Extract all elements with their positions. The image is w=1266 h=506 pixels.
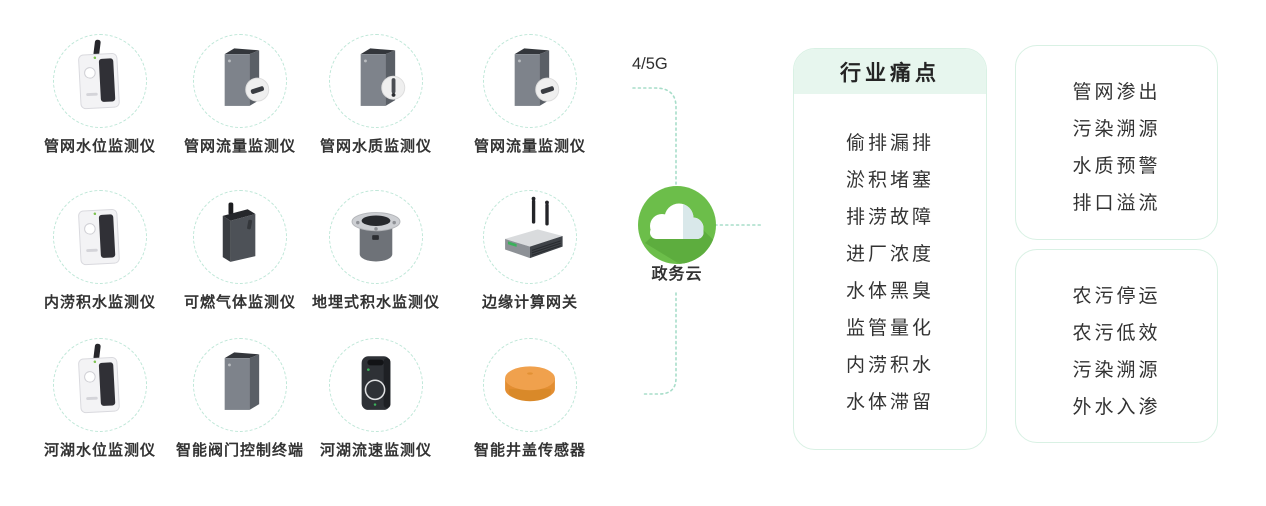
cloud-label: 政务云 [651, 266, 703, 283]
pain-point-item: 水体滞留 [845, 392, 934, 413]
device-item: 河湖流速监测仪 [301, 338, 451, 461]
orange-manhole-icon [505, 366, 555, 402]
device-circle [53, 34, 147, 128]
side-card-item: 农污低效 [1072, 323, 1161, 344]
pain-point-item: 监管量化 [845, 318, 934, 339]
device-circle [329, 190, 423, 284]
device-item: 管网水位监测仪 [25, 34, 175, 157]
dark-ring-terminal-icon [361, 356, 391, 410]
device-item: 智能井盖传感器 [455, 338, 605, 461]
device-item: 管网水质监测仪 [301, 34, 451, 157]
device-circle [483, 338, 577, 432]
device-circle [193, 34, 287, 128]
device-item: 可燃气体监测仪 [165, 190, 315, 313]
pain-points-title: 行业痛点 [840, 61, 940, 85]
side-card-item: 污染溯源 [1072, 360, 1161, 381]
side-card-bottom: 农污停运农污低效污染溯源外水入渗 [1015, 249, 1218, 443]
network-type-label: 4/5G [632, 55, 668, 73]
device-label: 管网水质监测仪 [319, 138, 432, 155]
side-card-item: 管网渗出 [1072, 82, 1161, 103]
pain-point-item: 内涝积水 [845, 355, 934, 376]
pain-points-header: 行业痛点 [794, 49, 986, 94]
device-label: 智能井盖传感器 [473, 442, 586, 459]
device-label: 管网水位监测仪 [43, 138, 156, 155]
white-sensor-antenna-icon [78, 343, 120, 414]
gray-cabinet-probe-icon [360, 48, 406, 106]
buried-cylinder-icon [351, 212, 401, 262]
device-item: 河湖水位监测仪 [25, 338, 175, 461]
device-item: 管网流量监测仪 [455, 34, 605, 157]
pain-points-card: 行业痛点 偷排漏排淤积堵塞排涝故障进厂浓度水体黑臭监管量化内涝积水水体滞留 [793, 48, 987, 450]
side-card-item: 排口溢流 [1072, 193, 1161, 214]
gray-cabinet-flow-icon [224, 48, 270, 106]
device-circle [53, 190, 147, 284]
device-item: 边缘计算网关 [455, 190, 605, 313]
white-sensor-icon [78, 209, 120, 266]
device-label: 边缘计算网关 [481, 294, 578, 311]
connector-bottom-line [641, 292, 677, 395]
gray-cabinet-flow-icon [514, 48, 560, 106]
device-item: 内涝积水监测仪 [25, 190, 175, 313]
device-circle [53, 338, 147, 432]
device-label: 管网流量监测仪 [183, 138, 296, 155]
device-label: 河湖流速监测仪 [319, 442, 432, 459]
device-label: 地埋式积水监测仪 [311, 294, 440, 311]
pain-point-item: 进厂浓度 [845, 244, 934, 265]
dark-gas-detector-icon [222, 202, 256, 262]
gray-cabinet-icon [224, 352, 260, 410]
gateway-antennas-icon [505, 196, 563, 259]
side-card-item: 污染溯源 [1072, 119, 1161, 140]
pain-points-list: 偷排漏排淤积堵塞排涝故障进厂浓度水体黑臭监管量化内涝积水水体滞留 [794, 94, 986, 421]
government-cloud-icon [638, 186, 716, 264]
pain-point-item: 偷排漏排 [845, 133, 934, 154]
device-label: 可燃气体监测仪 [183, 294, 296, 311]
side-card-item: 外水入渗 [1072, 397, 1161, 418]
device-circle [193, 338, 287, 432]
pain-point-item: 淤积堵塞 [845, 170, 934, 191]
white-sensor-antenna-icon [78, 39, 120, 110]
device-label: 内涝积水监测仪 [43, 294, 156, 311]
device-circle [483, 34, 577, 128]
device-circle [329, 34, 423, 128]
device-circle [329, 338, 423, 432]
device-circle [193, 190, 287, 284]
pain-point-item: 排涝故障 [845, 207, 934, 228]
device-item: 地埋式积水监测仪 [301, 190, 451, 313]
device-label: 管网流量监测仪 [473, 138, 586, 155]
device-item: 智能阀门控制终端 [165, 338, 315, 461]
device-label: 河湖水位监测仪 [43, 442, 156, 459]
side-card-item: 水质预警 [1072, 156, 1161, 177]
pain-point-item: 水体黑臭 [845, 281, 934, 302]
device-circle [483, 190, 577, 284]
connector-top-line [632, 87, 677, 185]
device-item: 管网流量监测仪 [165, 34, 315, 157]
side-card-top: 管网渗出污染溯源水质预警排口溢流 [1015, 45, 1218, 240]
device-label: 智能阀门控制终端 [175, 442, 304, 459]
side-card-item: 农污停运 [1072, 286, 1161, 307]
